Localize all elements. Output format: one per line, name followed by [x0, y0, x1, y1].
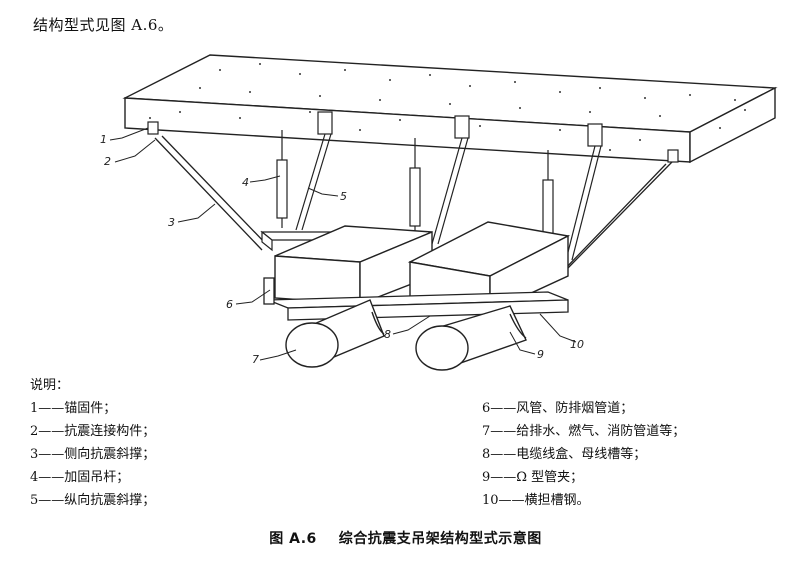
notes-column-right: 6——风管、防排烟管道； 7——给排水、燃气、消防管道等； 8——电缆线盒、母线… — [482, 397, 685, 512]
note-item: 9——Ω 型管夹； — [482, 470, 584, 485]
callout-2: 2 — [104, 155, 111, 168]
note-item: 5——纵向抗震斜撑； — [30, 493, 156, 508]
figure-number: 图 A.6 — [269, 531, 317, 547]
concrete-slab — [122, 54, 778, 164]
callout-7: 7 — [252, 353, 259, 366]
note-item: 2——抗震连接构件； — [30, 424, 156, 439]
lateral-braces — [154, 135, 673, 273]
longitudinal-braces — [295, 133, 602, 261]
callout-5: 5 — [340, 190, 347, 203]
note-item: 6——风管、防排烟管道； — [482, 401, 634, 416]
hanger-rods — [276, 130, 554, 282]
callout-1: 1 — [100, 133, 107, 146]
pipes — [285, 299, 527, 371]
leader-lines — [109, 127, 577, 361]
figure-title: 综合抗震支吊架结构型式示意图 — [338, 531, 542, 547]
callout-9: 9 — [537, 348, 544, 361]
callout-10: 10 — [570, 338, 584, 351]
support-hanger-drawing: 1 2 3 4 5 6 7 8 9 10 — [100, 54, 778, 371]
air-duct — [274, 225, 433, 306]
note-item: 3——侧向抗震斜撑； — [30, 447, 156, 462]
note-item: 10——横担槽钢。 — [482, 493, 590, 508]
note-item: 7——给排水、燃气、消防管道等； — [482, 424, 686, 439]
note-item: 8——电缆线盒、母线槽等； — [482, 447, 647, 462]
note-item: 1——锚固件； — [30, 401, 117, 416]
slab-speckle — [149, 63, 746, 151]
callout-3: 3 — [168, 216, 175, 229]
intro-text: 结构型式见图 A.6。 — [33, 16, 174, 34]
notes-column-left: 说明： 1——锚固件； 2——抗震连接构件； 3——侧向抗震斜撑； 4——加固吊… — [30, 374, 155, 512]
figure-caption: 图 A.6 综合抗震支吊架结构型式示意图 — [0, 528, 811, 548]
notes-heading: 说明： — [30, 378, 70, 393]
callout-4: 4 — [242, 176, 249, 189]
callout-6: 6 — [226, 298, 233, 311]
callout-8: 8 — [384, 328, 391, 341]
callout-numbers: 1 2 3 4 5 6 7 8 9 10 — [100, 133, 584, 366]
note-item: 4——加固吊杆； — [30, 470, 130, 485]
